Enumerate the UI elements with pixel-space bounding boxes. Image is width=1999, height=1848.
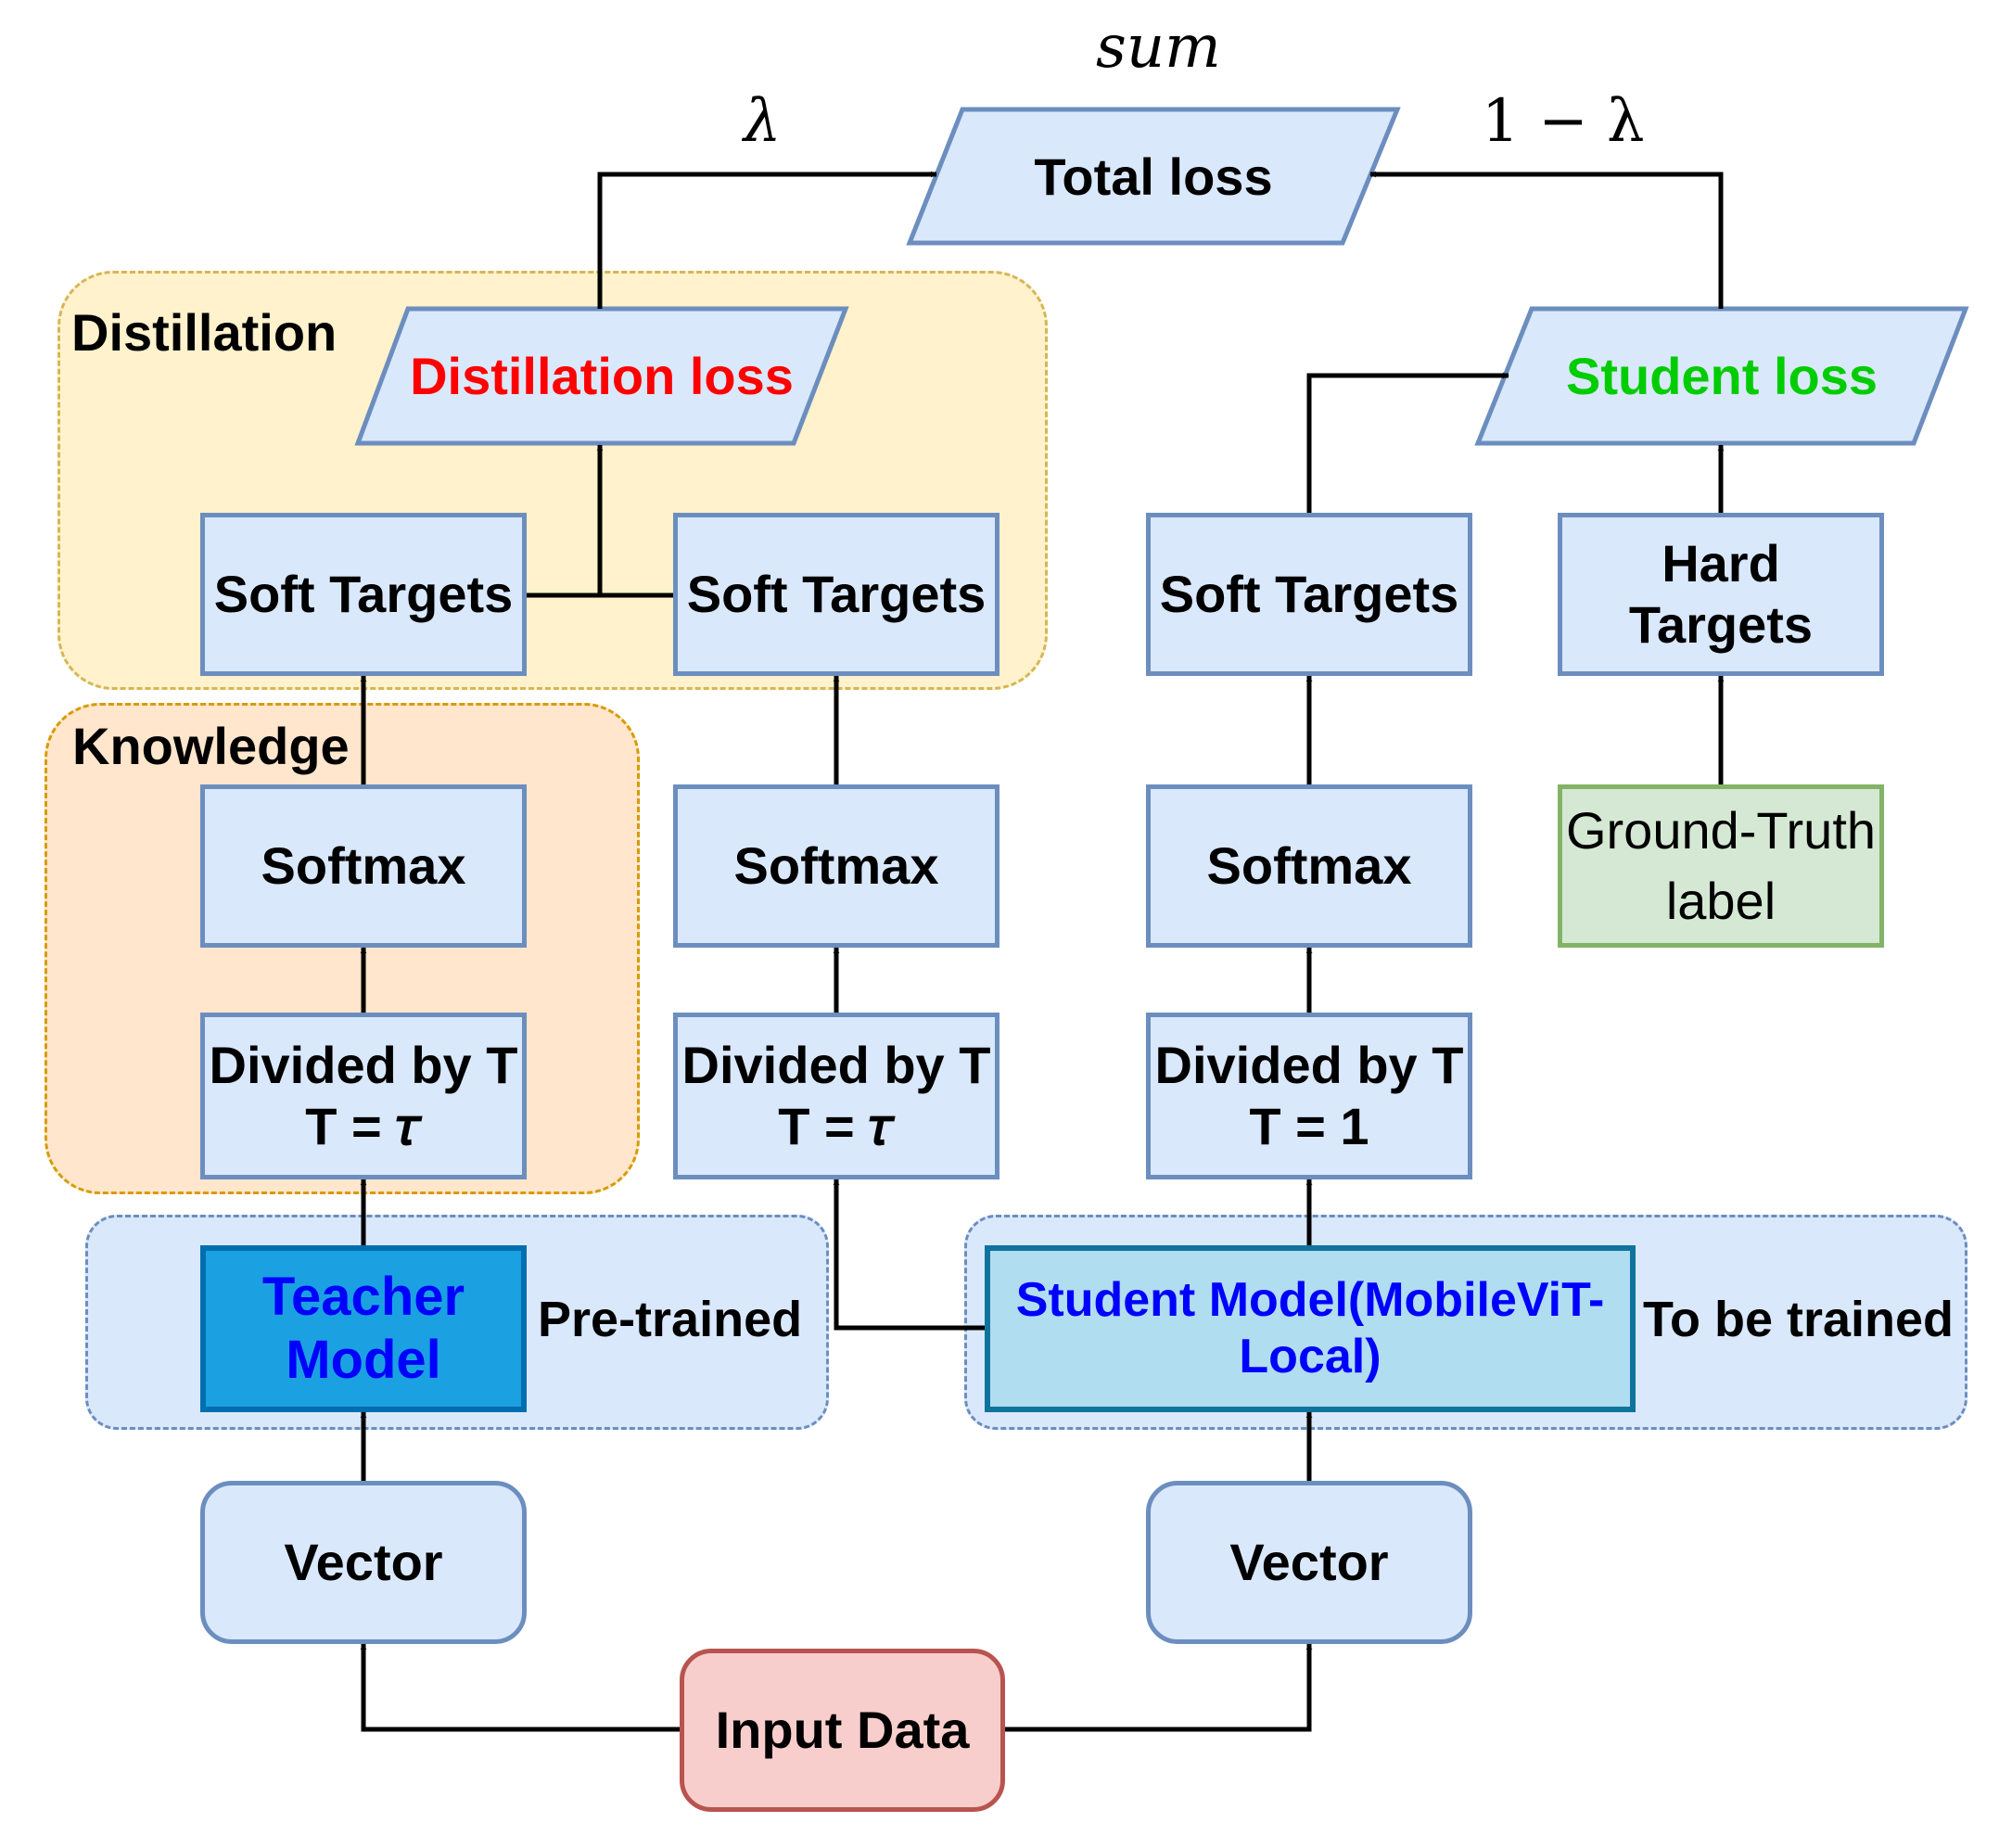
input-data-node: Input Data xyxy=(680,1649,1005,1812)
teacher-vector-node: Vector xyxy=(200,1481,527,1644)
distillation-loss-shape xyxy=(354,306,849,446)
sum-label: sum xyxy=(1096,13,1221,82)
edge-student-loss-to-total xyxy=(1369,171,1724,309)
one-minus-lambda-label: 1 − λ xyxy=(1482,87,1645,156)
total-loss-shape xyxy=(906,107,1401,246)
edge-student-model-to-middle-divide xyxy=(833,1179,985,1331)
knowledge-region-label: Knowledge xyxy=(72,717,350,775)
edge-student-soft-targets-to-student-loss xyxy=(1306,372,1509,513)
student-model-node: Student Model(MobileViT- Local) xyxy=(985,1245,1636,1412)
distillation-loss-label: Distillation loss xyxy=(410,347,794,405)
middle-soft-targets-node: Soft Targets xyxy=(673,513,1000,676)
student-softmax-node: Softmax xyxy=(1146,784,1472,948)
edge-input-to-teacher-vector xyxy=(360,1643,680,1732)
teacher-divide-node: Divided by T T = 𝜏 xyxy=(200,1013,527,1179)
teacher-model-node: Teacher Model xyxy=(200,1245,527,1412)
ground-truth-label-node: Ground-Truth label xyxy=(1558,784,1884,948)
teacher-soft-targets-node: Soft Targets xyxy=(200,513,527,676)
middle-softmax-node: Softmax xyxy=(673,784,1000,948)
to-be-trained-label: To be trained xyxy=(1643,1292,1954,1347)
middle-divide-node: Divided by T T = 𝜏 xyxy=(673,1013,1000,1179)
teacher-softmax-node: Softmax xyxy=(200,784,527,948)
pretrained-label: Pre-trained xyxy=(538,1292,803,1347)
lambda-label: λ xyxy=(744,87,782,156)
hard-targets-node: Hard Targets xyxy=(1558,513,1884,676)
student-loss-shape xyxy=(1474,306,1969,446)
edge-input-to-student-vector xyxy=(1005,1643,1313,1732)
edge-distillation-loss-to-total xyxy=(597,171,937,309)
student-loss-label: Student loss xyxy=(1565,347,1878,405)
distillation-region-label: Distillation xyxy=(71,303,337,362)
student-divide-node: Divided by T T = 1 xyxy=(1146,1013,1472,1179)
student-vector-node: Vector xyxy=(1146,1481,1472,1644)
student-soft-targets-node: Soft Targets xyxy=(1146,513,1472,676)
total-loss-label: Total loss xyxy=(1034,147,1273,206)
